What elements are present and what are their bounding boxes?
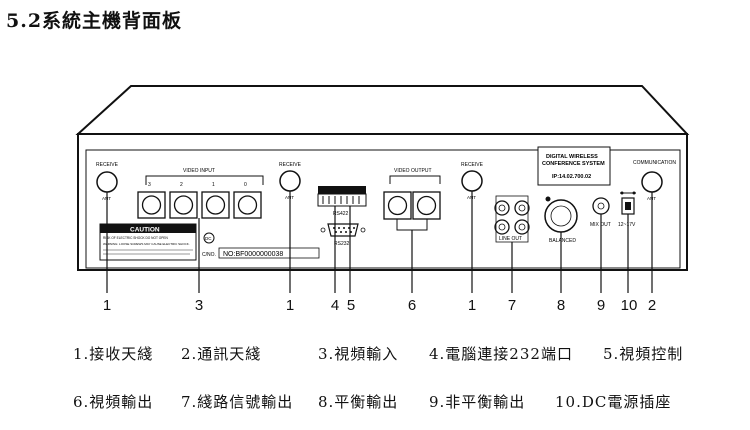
- caution-body: WARNING: LOOSE SCREWS MAY CAUSE ELECTRIC…: [103, 242, 190, 246]
- callout-8: 8: [556, 297, 566, 314]
- balanced-label: BALANCED: [549, 238, 576, 244]
- rs422-terminal: RS422: [317, 186, 367, 217]
- communication-label: COMMUNICATION: [633, 160, 676, 166]
- callout-10: 10: [620, 297, 638, 314]
- video-input-group: VIDEO INPUT 3 2 1 0: [137, 168, 264, 219]
- video-input-num-2: 2: [180, 182, 183, 188]
- legend-item-4: 4.電腦連接232端口: [429, 345, 573, 363]
- receive-label-3: RECEIVE: [461, 162, 484, 168]
- legend-item-8: 8.平衡輸出: [318, 393, 399, 411]
- page-title: 5.2系統主機背面板: [6, 10, 183, 32]
- callout-5: 5: [346, 297, 356, 314]
- info-ip: IP:14.02.700.02: [552, 174, 591, 180]
- callout-2: 2: [647, 297, 657, 314]
- caution-line1: RISK OF ELECTRIC SHOCK DO NOT OPEN: [103, 236, 168, 240]
- legend-item-5: 5.視頻控制: [603, 345, 684, 363]
- callout-7: 7: [507, 297, 517, 314]
- dc-mark: DC: [205, 236, 212, 241]
- caution-title: CAUTION: [130, 227, 160, 234]
- device-outline: [75, 85, 690, 271]
- info-line2: CONFERENCE SYSTEM: [542, 161, 605, 167]
- video-input-label: VIDEO INPUT: [183, 168, 215, 174]
- callout-1b: 1: [285, 297, 295, 314]
- legend-item-2: 2.通訊天綫: [181, 345, 262, 363]
- callout-6: 6: [407, 297, 417, 314]
- video-input-num-3: 3: [148, 182, 151, 188]
- callout-1c: 1: [467, 297, 477, 314]
- receive-label-2: RECEIVE: [279, 162, 302, 168]
- communication-antenna: COMMUNICATION ANT: [633, 160, 676, 201]
- callout-3: 3: [194, 297, 204, 314]
- legend-item-3: 3.視頻輸入: [318, 345, 399, 363]
- voltage-label: 12~17V: [618, 222, 636, 228]
- rs232-port: RS232: [320, 223, 366, 247]
- callout-4: 4: [330, 297, 340, 314]
- callout-1a: 1: [102, 297, 112, 314]
- line-out-group: LINE OUT: [494, 195, 530, 243]
- rs422-label: RS422: [333, 211, 349, 217]
- serial-plate: DC C/NO. NO:BF0000000038: [202, 232, 320, 259]
- legend-item-7: 7.綫路信號輸出: [181, 393, 294, 411]
- legend-item-1: 1.接收天綫: [73, 345, 154, 363]
- rs232-label: RS232: [334, 241, 350, 247]
- video-input-num-0: 0: [244, 182, 247, 188]
- dc-power-jack: 12~17V: [618, 191, 636, 228]
- video-output-label: VIDEO OUTPUT: [394, 168, 432, 174]
- line-out-label: LINE OUT: [499, 236, 522, 242]
- legend-item-10: 10.DC電源插座: [555, 393, 672, 411]
- leader-lines: [106, 191, 653, 293]
- video-output-group: VIDEO OUTPUT: [383, 168, 441, 231]
- video-input-num-1: 1: [212, 182, 215, 188]
- info-plate: DIGITAL WIRELESS CONFERENCE SYSTEM IP:14…: [537, 146, 611, 186]
- cno-label: C/NO.: [202, 252, 216, 258]
- legend-item-6: 6.視頻輸出: [73, 393, 154, 411]
- legend-item-9: 9.非平衡輸出: [429, 393, 526, 411]
- caution-label: CAUTION RISK OF ELECTRIC SHOCK DO NOT OP…: [99, 223, 197, 261]
- callout-9: 9: [596, 297, 606, 314]
- receive-label: RECEIVE: [96, 162, 119, 168]
- info-line1: DIGITAL WIRELESS: [546, 154, 598, 160]
- serial-number: NO:BF0000000038: [223, 251, 283, 258]
